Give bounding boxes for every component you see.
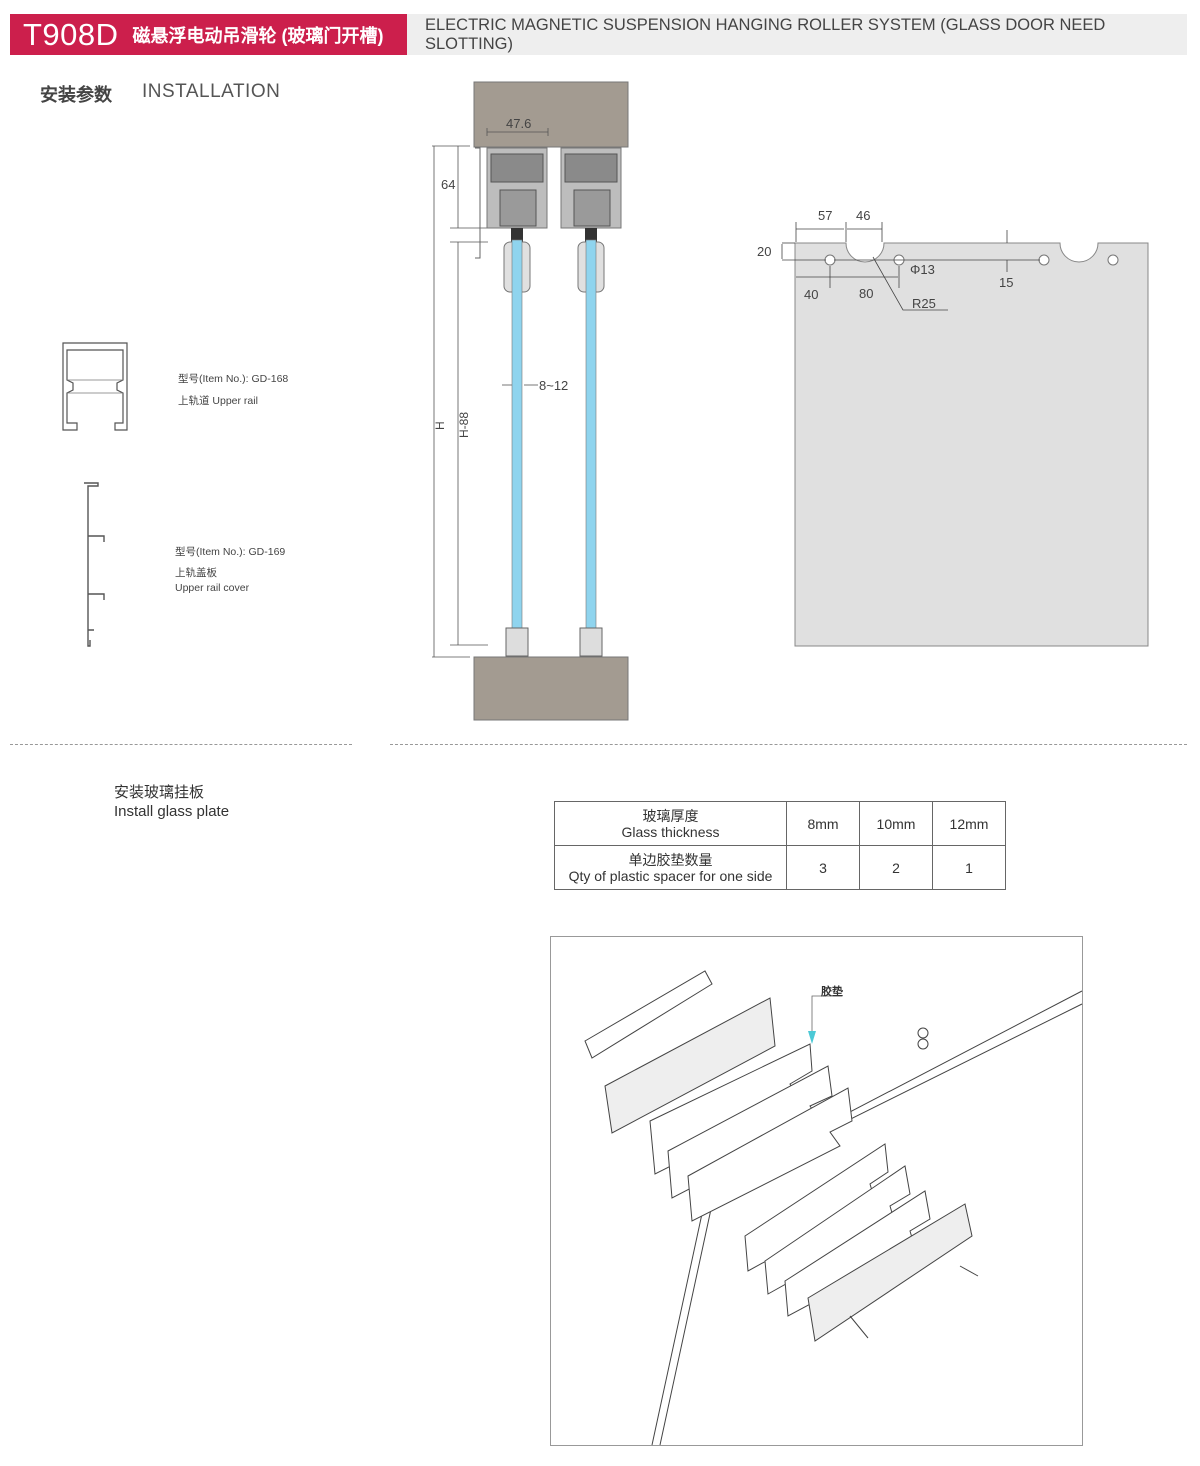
header-en: Glass thickness — [621, 823, 720, 840]
gd169-item-no: 型号(Item No.): GD-169 — [175, 546, 286, 558]
section-drawing: 47.6 64 H H-88 8~12 — [432, 81, 629, 721]
gd168-item-no: 型号(Item No.): GD-168 — [178, 373, 289, 385]
table-row: 单边胶垫数量 Qty of plastic spacer for one sid… — [554, 845, 1006, 890]
divider-right — [390, 744, 1187, 745]
gd168-name: 上轨道 Upper rail — [178, 395, 258, 407]
gd169-name-cn: 上轨盖板 — [175, 567, 217, 579]
section-title-cn: 安装参数 — [40, 85, 112, 105]
header-cn: 玻璃厚度 — [642, 807, 699, 824]
col-12mm: 12mm — [932, 801, 1006, 846]
table-row-qty: 单边胶垫数量 Qty of plastic spacer for one sid… — [554, 845, 787, 890]
dim-hole: Φ13 — [910, 262, 935, 277]
upper-rail-profile — [62, 342, 128, 431]
qty-12mm: 1 — [932, 845, 1006, 890]
install-plate-title: 安装玻璃挂板 Install glass plate — [114, 783, 229, 821]
dim-20: 20 — [757, 244, 771, 259]
dim-46: 46 — [856, 208, 870, 223]
install-title-en: Install glass plate — [114, 803, 230, 820]
spacer-label: 胶垫 — [821, 984, 843, 998]
gd169-name-en: Upper rail cover — [175, 582, 250, 594]
title-en: ELECTRIC MAGNETIC SUSPENSION HANGING ROL… — [407, 14, 1187, 55]
rail-left — [486, 147, 548, 657]
spacer-table: 玻璃厚度 Glass thickness 8mm 10mm 12mm 单边胶垫数… — [554, 801, 1006, 890]
qty-10mm: 2 — [859, 845, 933, 890]
dim-total-height: H — [433, 421, 447, 430]
dim-rail-height: 64 — [441, 177, 455, 192]
title-cn: 磁悬浮电动吊滑轮 (玻璃门开槽) — [132, 25, 384, 46]
qty-8mm: 3 — [786, 845, 860, 890]
dim-radius: R25 — [912, 296, 936, 311]
dim-15: 15 — [999, 275, 1013, 290]
row-cn: 单边胶垫数量 — [628, 851, 713, 868]
dim-40: 40 — [804, 287, 818, 302]
section-title-en: INSTALLATION — [142, 81, 281, 102]
model-number: T908D — [23, 16, 119, 52]
dim-glass-thickness: 8~12 — [539, 378, 568, 393]
col-10mm: 10mm — [859, 801, 933, 846]
row-en: Qty of plastic spacer for one side — [568, 867, 773, 884]
glass-plate-drawing: 57 46 20 40 80 Φ13 15 R25 — [757, 208, 1149, 647]
dim-80: 80 — [859, 286, 873, 301]
dim-57: 57 — [818, 208, 832, 223]
table-header-thickness: 玻璃厚度 Glass thickness — [554, 801, 787, 846]
dim-width: 47.6 — [506, 116, 531, 131]
header-title-bar: T908D 磁悬浮电动吊滑轮 (玻璃门开槽) — [10, 14, 407, 55]
exploded-assembly-drawing: 胶垫 — [550, 936, 1083, 1446]
rail-right — [560, 147, 622, 657]
table-row: 玻璃厚度 Glass thickness 8mm 10mm 12mm — [554, 801, 1006, 846]
upper-rail-cover-profile — [84, 482, 105, 647]
install-title-cn: 安装玻璃挂板 — [114, 784, 205, 801]
divider-left — [10, 744, 352, 745]
dim-glass-height: H-88 — [457, 412, 471, 438]
col-8mm: 8mm — [786, 801, 860, 846]
